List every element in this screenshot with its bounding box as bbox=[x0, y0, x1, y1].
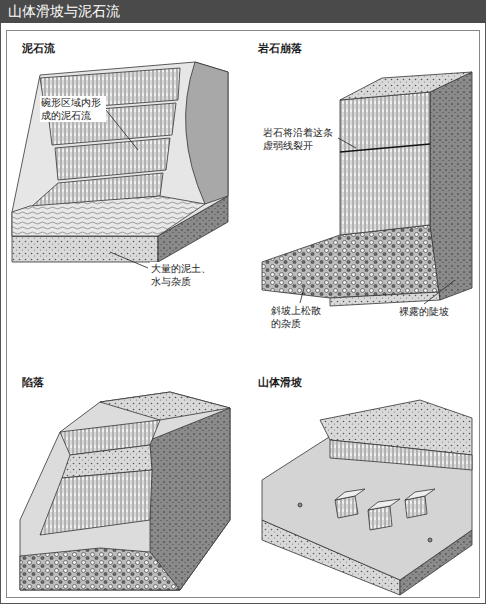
callout-label: 岩石将沿着这条虚弱线裂开 bbox=[262, 126, 338, 152]
panel-heading: 山体滑坡 bbox=[258, 376, 302, 390]
callout-label: 大量的泥土、水与杂质 bbox=[150, 262, 216, 288]
panel-heading: 泥石流 bbox=[22, 42, 55, 56]
panel-heading: 岩石崩落 bbox=[258, 42, 302, 56]
callout-label: 碗形区域内形成的泥石流 bbox=[40, 96, 106, 122]
panel-heading: 陷落 bbox=[22, 376, 44, 390]
callout-label: 裸露的陡坡 bbox=[398, 305, 450, 318]
title-bar: 山体滑坡与泥石流 bbox=[0, 0, 486, 23]
callout-label: 斜坡上松散的杂质 bbox=[270, 304, 326, 330]
